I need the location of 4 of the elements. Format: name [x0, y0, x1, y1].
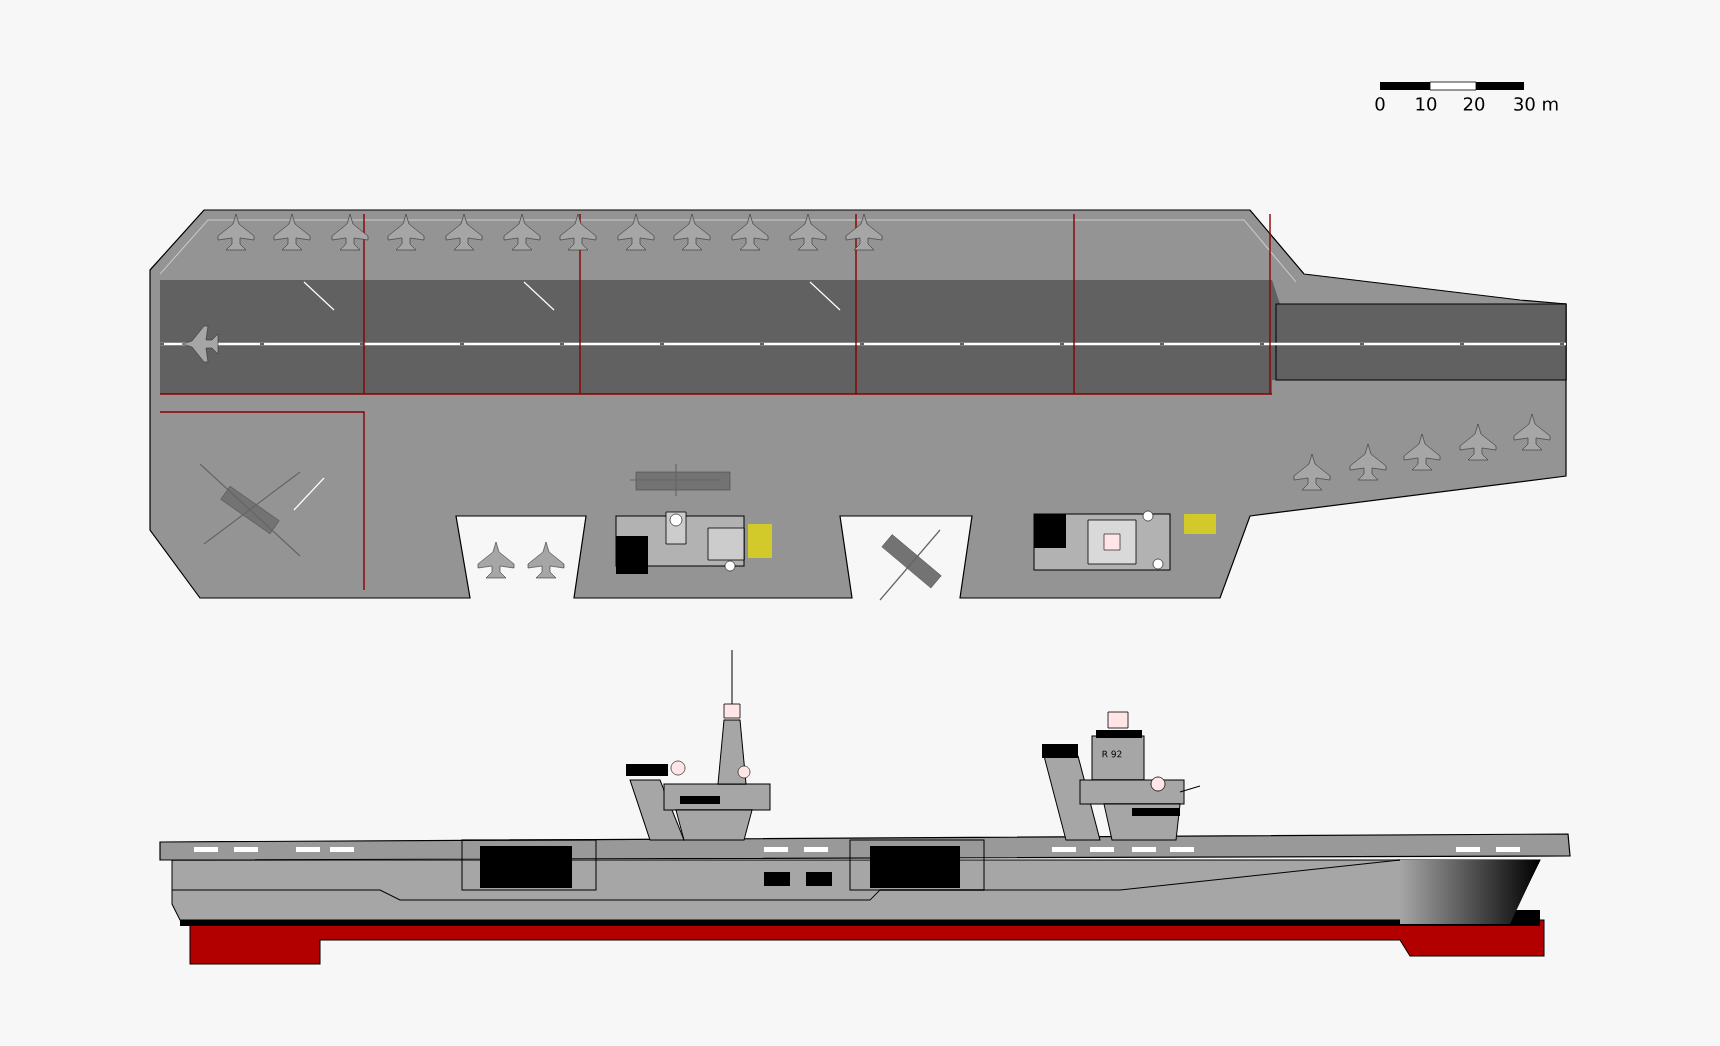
scale-label: 30 m [1514, 97, 1558, 111]
scale-label: 0 [1375, 97, 1385, 111]
scale-label: 20 [1463, 97, 1485, 111]
scale-label: 10 [1416, 97, 1437, 111]
